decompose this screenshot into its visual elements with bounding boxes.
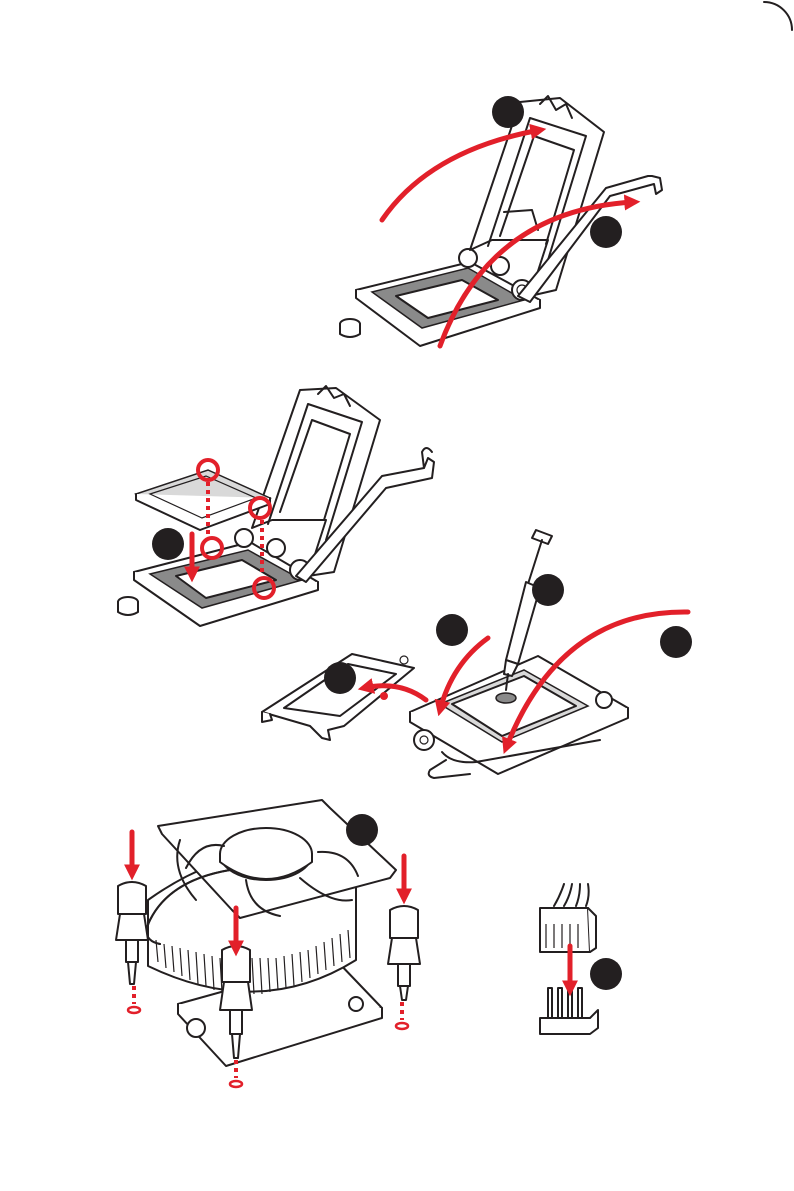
socket-open-scene — [340, 96, 662, 346]
step-badge-7 — [324, 662, 356, 694]
corner-mark — [764, 2, 792, 30]
step-badge-4 — [532, 574, 564, 606]
cap-notch-marker — [380, 692, 388, 700]
thermal-paste-dot — [496, 693, 516, 703]
push-pin-right — [388, 906, 420, 1000]
socket-screw — [340, 319, 360, 337]
push-pin-left — [116, 882, 148, 984]
step-badge-8 — [346, 814, 378, 846]
cooler-install-scene — [116, 800, 420, 1087]
fan-connector-scene — [540, 884, 622, 1034]
fan-cable-plug — [540, 908, 590, 952]
step-badge-1 — [492, 96, 524, 128]
step-badge-3 — [152, 528, 184, 560]
step-badge-5 — [436, 614, 468, 646]
socket-screw-2 — [118, 597, 138, 615]
step-badge-9 — [590, 958, 622, 990]
step-badge-6 — [660, 626, 692, 658]
step-badge-2 — [590, 216, 622, 248]
cpu-align-scene — [118, 386, 434, 626]
